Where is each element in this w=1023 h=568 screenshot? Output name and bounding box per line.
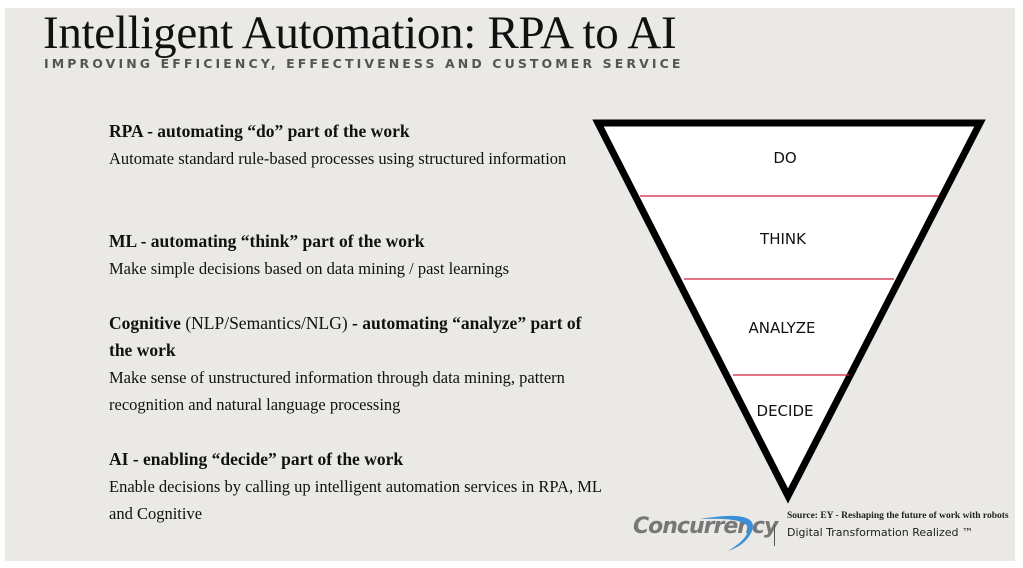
tagline: Digital Transformation Realized ™ <box>787 526 973 539</box>
section-ai: AI - enabling “decide” part of the work … <box>109 446 609 527</box>
page-title: Intelligent Automation: RPA to AI <box>43 7 677 59</box>
pyramid-outline <box>592 119 986 504</box>
section-heading: RPA - automating “do” part of the work <box>109 121 410 141</box>
page-subtitle: IMPROVING EFFICIENCY, EFFECTIVENESS AND … <box>44 56 684 71</box>
section-heading: Cognitive <box>109 313 181 333</box>
source-citation: Source: EY - Reshaping the future of wor… <box>787 511 1009 521</box>
pyramid-level-do: DO <box>773 149 797 167</box>
section-heading-note: (NLP/Semantics/NLG) <box>180 313 353 333</box>
section-body: Make simple decisions based on data mini… <box>109 259 510 278</box>
section-heading: AI - enabling “decide” part of the work <box>109 449 404 469</box>
section-cognitive: Cognitive (NLP/Semantics/NLG) - automati… <box>109 310 609 418</box>
pyramid-level-analyze: ANALYZE <box>748 319 816 337</box>
section-body: Make sense of unstructured information t… <box>109 368 565 414</box>
pyramid-level-think: THINK <box>760 230 806 248</box>
section-body: Enable decisions by calling up intellige… <box>109 477 602 523</box>
section-body: Automate standard rule-based processes u… <box>109 149 567 168</box>
section-rpa: RPA - automating “do” part of the work A… <box>109 118 609 172</box>
footer-separator <box>774 524 775 546</box>
logo-swoosh-icon <box>700 515 753 551</box>
section-ml: ML - automating “think” part of the work… <box>109 228 609 282</box>
section-heading: ML - automating “think” part of the work <box>109 231 425 251</box>
pyramid-level-decide: DECIDE <box>756 402 814 420</box>
section-heading-rest: - automating “analyze” part of the work <box>109 313 582 360</box>
